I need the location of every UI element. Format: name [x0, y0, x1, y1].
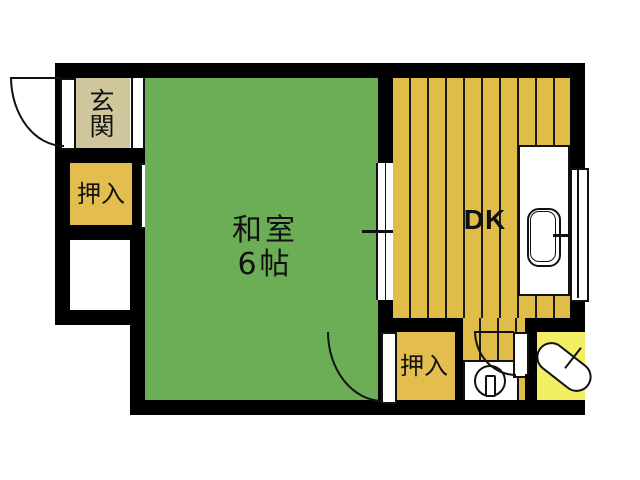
wall-bottom-toilet-zone	[455, 400, 585, 415]
wall-washitsu-bottom	[130, 400, 395, 415]
washitsu-dk-door-handle[interactable]	[362, 230, 404, 233]
bathroom-door-top-line	[474, 331, 514, 333]
entrance-door-top-line	[10, 77, 62, 79]
wall-genkan-bottom	[55, 148, 145, 163]
toilet-tank-icon	[485, 375, 496, 397]
closet-lower-door-leaf[interactable]	[381, 332, 397, 404]
entrance-door-swing-icon	[10, 77, 64, 147]
wall-left-middle	[55, 155, 70, 325]
room-genkan	[70, 78, 130, 148]
entrance-door-group[interactable]	[5, 77, 76, 150]
genkan-sliding-door[interactable]	[131, 78, 145, 148]
wall-closet-upper-bottom	[55, 225, 145, 240]
room-closet-upper-left	[70, 163, 132, 225]
wall-left-notch-bottom	[55, 310, 145, 325]
wall-washitsu-dk	[378, 63, 393, 163]
wall-bath-top	[525, 318, 585, 332]
closet-lower-label: 押入	[400, 351, 448, 380]
genkan-label: 玄関	[86, 88, 115, 138]
kitchen-window-mullion	[577, 168, 579, 298]
kitchen-window-icon	[570, 168, 589, 302]
room-closet-lower	[393, 332, 455, 400]
void-lower-left	[70, 240, 130, 310]
wall-closet-toilet	[455, 318, 463, 415]
dk-label: DK	[463, 204, 507, 236]
washitsu-label: 和室 6帖	[232, 213, 298, 282]
wall-top-outer	[55, 63, 585, 78]
closet-upper-left-label: 押入	[77, 179, 125, 208]
wall-dk-bottom	[378, 318, 468, 332]
